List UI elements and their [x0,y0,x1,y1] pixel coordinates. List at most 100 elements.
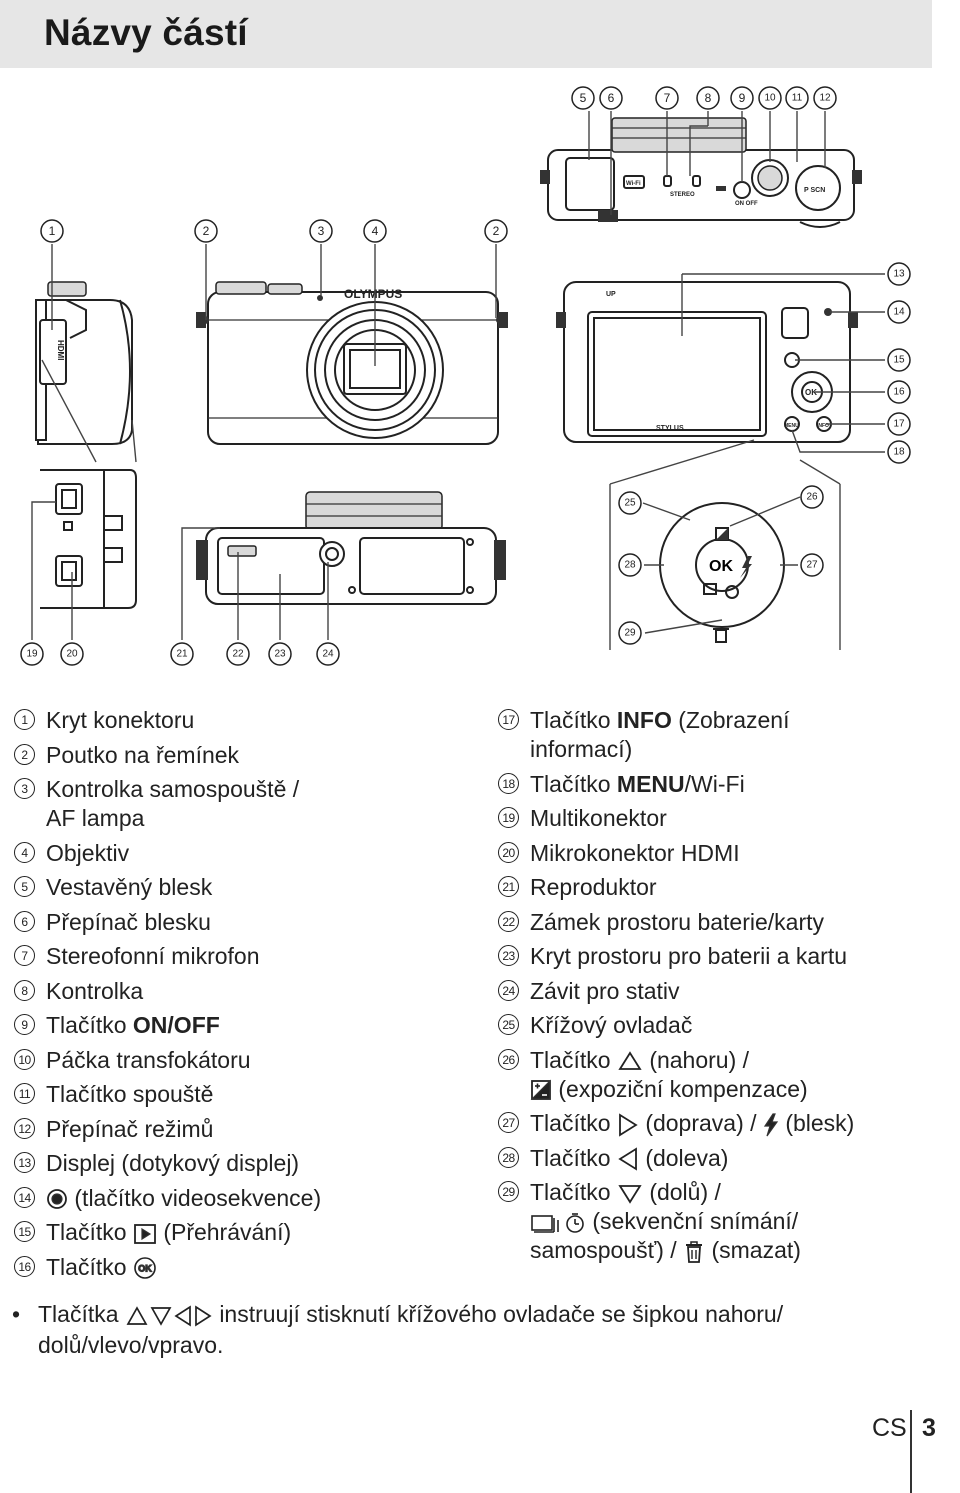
back-menu-label: MENU [784,423,799,429]
back-info-label: INFO [817,423,829,429]
callout-10: 10 [758,86,782,110]
note: • Tlačítka instruují stisknutí křížového… [12,1301,784,1358]
callout-28: 28 [618,553,642,577]
camera-side-view: HDMI [35,281,133,445]
callout-18-text: 18 [893,447,905,458]
callout-24-text: 24 [322,649,334,660]
callout-23-text: 23 [274,649,286,660]
flash-icon [763,1113,779,1137]
callouts: 5 6 7 8 9 10 11 12 1 2 3 4 2 13 14 15 16… [20,86,911,666]
callout-25: 25 [618,491,642,515]
arrow-right-icon [195,1305,212,1327]
camera-back-view: UP STYLUS OK MENU INFO [556,281,858,443]
callout-1: 1 [40,219,64,243]
callout-2b-text: 2 [493,224,500,238]
flash-up-label: UP [606,291,616,298]
legend-item-14: 14 (tlačítko videosekvence) [10,1184,450,1213]
callout-24: 24 [316,642,340,666]
callout-29: 29 [618,621,642,645]
back-ok-label: OK [805,388,817,397]
playback-icon [134,1224,156,1244]
ok-button-icon: OK [134,1257,156,1280]
callout-9-text: 9 [739,91,746,105]
callout-14-text: 14 [893,307,905,318]
callout-11: 11 [785,86,809,110]
callout-5-text: 5 [580,91,587,105]
arrow-up-icon [618,1051,642,1071]
arrow-up-icon [126,1306,148,1325]
callout-8: 8 [696,86,720,110]
arrow-pad-detail: OK [659,502,785,643]
wifi-label: Wi-Fi [626,181,641,187]
trash-icon [686,1241,703,1263]
self-timer-icon [566,1213,584,1233]
stereo-label: STEREO [670,192,695,198]
page-title: Názvy částí [44,12,248,53]
title-bar [0,0,932,68]
callout-3: 3 [309,219,333,243]
callout-27-text: 27 [806,560,818,571]
callout-26: 26 [800,485,824,509]
sequential-shooting-icon [531,1215,559,1233]
footer-divider [910,1410,912,1493]
callout-17-text: 17 [893,419,905,430]
exposure-compensation-icon [530,1079,551,1101]
callout-1-text: 1 [49,224,56,238]
pad-ok-label: OK [709,558,733,575]
callout-6: 6 [599,86,623,110]
brand-label: OLYMPUS [344,287,402,301]
svg-text:P SCN: P SCN [804,187,825,194]
callout-29-text: 29 [624,628,636,639]
callout-8-text: 8 [705,91,712,105]
callout-28-text: 28 [624,560,636,571]
callout-23: 23 [268,642,292,666]
movie-record-icon [47,1189,67,1210]
callout-2b: 2 [484,219,508,243]
hdmi-side-label: HDMI [56,340,65,360]
leader-lines [31,111,885,650]
callout-15-text: 15 [893,355,905,366]
svg-text:OK: OK [138,1264,152,1274]
stylus-label: STYLUS [656,425,684,432]
callout-6-text: 6 [608,91,615,105]
callout-11-text: 11 [792,93,803,104]
callout-20: 20 [60,642,84,666]
callout-13-text: 13 [893,269,905,280]
callout-20-text: 20 [66,649,78,660]
callout-19: 19 [20,642,44,666]
callout-26-text: 26 [806,492,818,503]
callout-10-text: 10 [764,93,776,104]
callout-12-text: 12 [819,93,831,104]
callout-21-text: 21 [176,649,188,660]
callout-2a-text: 2 [203,224,210,238]
arrow-right-icon [619,1113,638,1137]
callout-17: 17 [887,412,911,436]
callout-7: 7 [655,86,679,110]
callout-27: 27 [800,553,824,577]
callout-25-text: 25 [624,498,636,509]
